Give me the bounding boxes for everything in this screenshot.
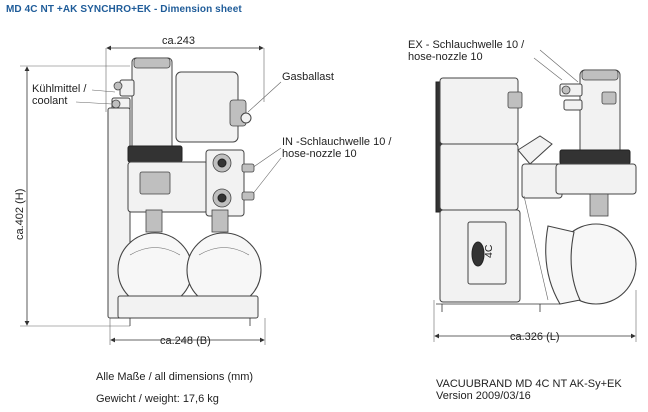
model-badge: 4C — [483, 244, 495, 258]
in-label-de: IN -Schlauchwelle 10 / — [282, 136, 392, 148]
coolant-label-de: Kühlmittel / — [32, 83, 87, 95]
weight-note: Gewicht / weight: 17,6 kg — [96, 393, 219, 405]
ex-label-de: EX - Schlauchwelle 10 / — [408, 39, 525, 51]
length-dimension: ca.326 (L) — [510, 331, 560, 343]
dimensions-note: Alle Maße / all dimensions (mm) — [96, 371, 253, 383]
height-dimension: ca.402 (H) — [14, 189, 26, 240]
front-view: ca.243 ca.402 (H) ca.248 (B) Kühlmittel … — [14, 35, 392, 347]
in-label-en: hose-nozzle 10 — [282, 148, 357, 160]
model-name: VACUUBRAND MD 4C NT AK-Sy+EK — [436, 378, 622, 390]
width-bottom-dimension: ca.248 (B) — [160, 335, 211, 347]
page-title: MD 4C NT +AK SYNCHRO+EK - Dimension shee… — [6, 4, 242, 15]
version-note: Version 2009/03/16 — [436, 390, 531, 402]
side-view: EX - Schlauchwelle 10 / hose-nozzle 10 c… — [408, 39, 637, 343]
ex-label-en: hose-nozzle 10 — [408, 51, 483, 63]
coolant-label-en: coolant — [32, 95, 67, 107]
width-top-dimension: ca.243 — [162, 35, 195, 47]
gas-ballast-label: Gasballast — [282, 71, 334, 83]
